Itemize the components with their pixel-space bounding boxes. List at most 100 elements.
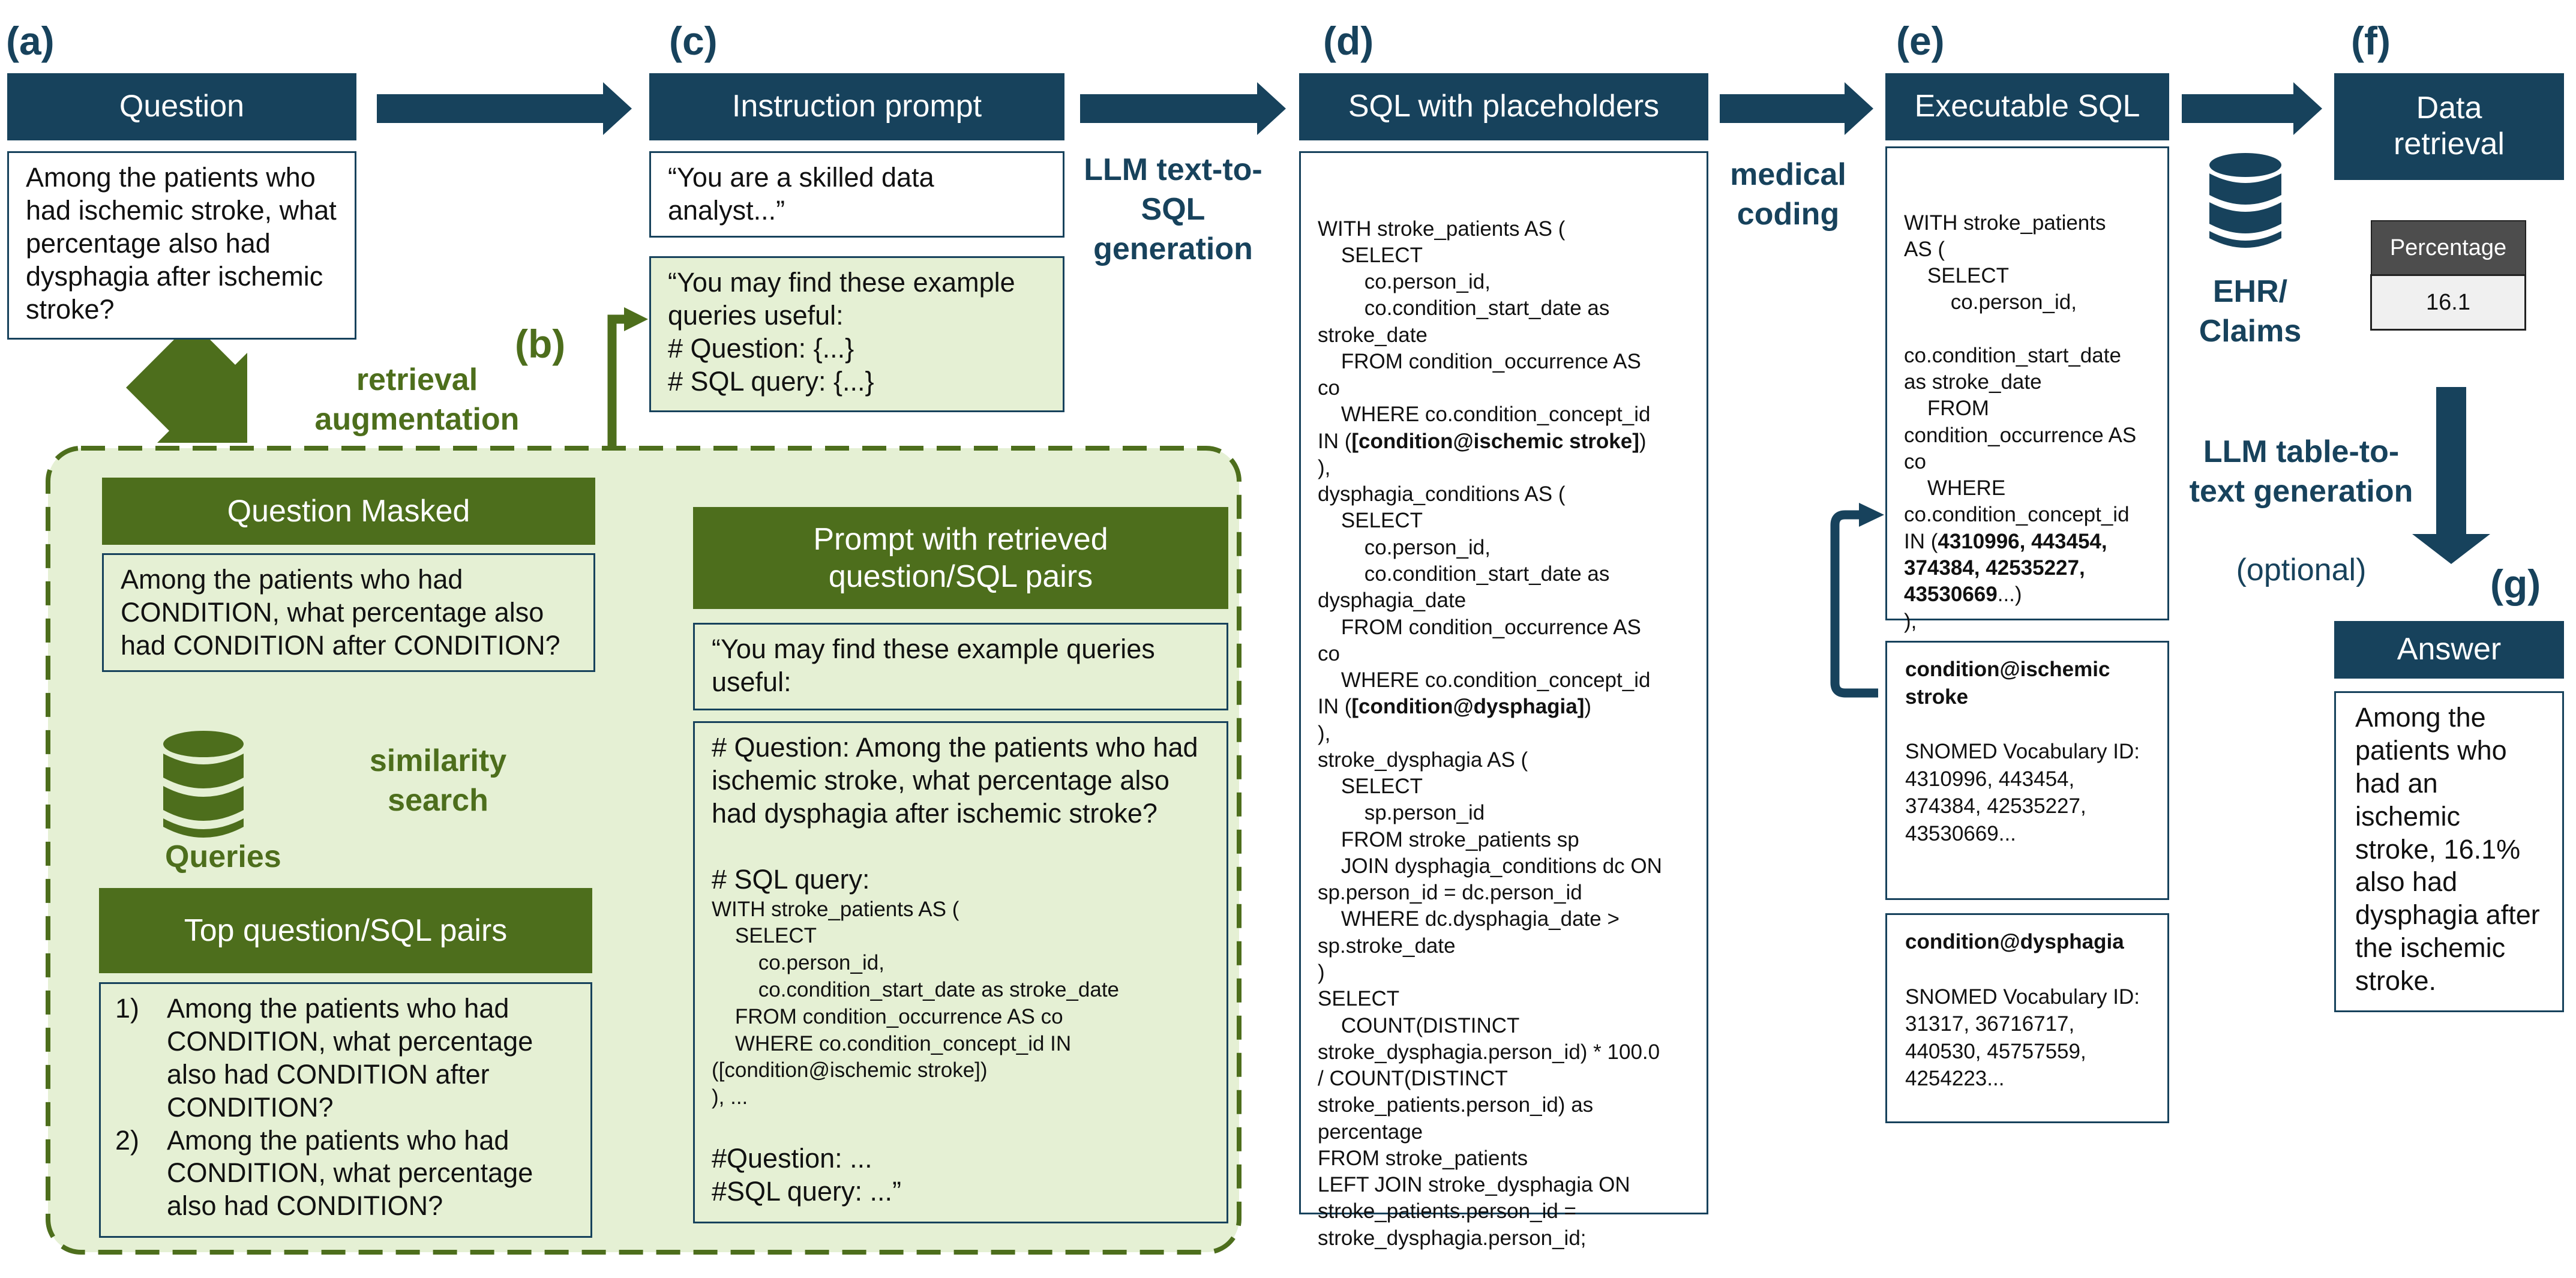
sql-line	[1904, 316, 2151, 343]
sql-line: FROM condition_occurrence AS	[1318, 615, 1641, 639]
sql-line: co.person_id,	[1318, 535, 1491, 559]
sql-line: JOIN dysphagia_conditions dc ON	[1318, 854, 1662, 878]
question-masked-header: Question Masked	[102, 478, 595, 545]
llm-table-to-text-label: LLM table-to-text generation	[2189, 434, 2413, 509]
top-pair-item-1: 1) Among the patients who had CONDITION,…	[115, 992, 576, 1124]
question-masked-text: Among the patients who had CONDITION, wh…	[102, 553, 595, 672]
arrow-question-to-instruction	[377, 82, 632, 135]
sql-line: FROM condition_occurrence AS	[1318, 349, 1641, 373]
top-pair-text: Among the patients who had CONDITION, wh…	[167, 993, 533, 1123]
question-header: Question	[7, 73, 356, 140]
sql-line: WITH stroke_patients AS (	[1318, 217, 1566, 241]
sql-line: co.condition_concept_id	[1904, 503, 2130, 527]
top-pair-number: 2)	[115, 1124, 140, 1156]
instruction-header: Instruction prompt	[649, 73, 1064, 140]
answer-text: Among the patients who had an ischemic s…	[2334, 691, 2564, 1012]
sql-highlight: 4310996, 443454,	[1938, 529, 2107, 553]
prompt-example-tail: #Question: ... #SQL query: ...”	[712, 1142, 901, 1207]
percentage-value: 16.1	[2370, 274, 2526, 331]
sql-line: co.condition_start_date	[1904, 343, 2121, 367]
panel-label-b: (b)	[515, 322, 566, 366]
sql-line: COUNT(DISTINCT	[1318, 1013, 1520, 1037]
sql-highlight: [condition@ischemic stroke]	[1351, 429, 1639, 453]
vocab-box-ischemic-stroke: condition@ischemic stroke SNOMED Vocabul…	[1885, 641, 2169, 900]
medical-coding-label: medical coding	[1730, 157, 1846, 232]
vocab-label: SNOMED Vocabulary ID:	[1905, 740, 2140, 763]
top-pair-number: 1)	[115, 993, 140, 1024]
retrieval-augmentation-label: retrieval augmentation	[314, 362, 520, 437]
placeholder-sql-lines: WITH stroke_patients AS ( SELECT co.pers…	[1318, 216, 1690, 1252]
sql-line: sp.stroke_date	[1318, 934, 1456, 958]
sql-highlight: 43530669	[1904, 583, 1998, 607]
sql-line: SELECT	[1904, 264, 2010, 288]
sql-line: dysphagia_date	[1318, 589, 1467, 613]
panel-label-f: (f)	[2351, 19, 2391, 63]
top-pair-item-2: 2) Among the patients who had CONDITION,…	[115, 1124, 576, 1223]
vocab-title: condition@dysphagia	[1905, 930, 2124, 953]
panel-label-c: (c)	[669, 19, 718, 63]
sql-line: AS (	[1904, 237, 1945, 261]
percentage-column-header: Percentage	[2370, 220, 2526, 276]
top-pairs-header: Top question/SQL pairs	[99, 888, 592, 973]
instruction-text: “You are a skilled data analyst...”	[649, 151, 1064, 238]
ehr-database-icon	[2209, 153, 2281, 248]
queries-database-icon	[163, 731, 244, 838]
llm-text-to-sql-label: LLM text-to-SQL generation	[1084, 152, 1262, 267]
sql-line: sp.person_id = dc.person_id	[1318, 881, 1582, 905]
answer-header: Answer	[2334, 621, 2564, 679]
vocab-label: SNOMED Vocabulary ID:	[1905, 985, 2140, 1009]
question-text: Among the patients who had ischemic stro…	[7, 151, 356, 340]
arrow-instruction-to-sql	[1080, 82, 1286, 135]
optional-label: (optional)	[2236, 553, 2367, 587]
arrow-executable-to-retrieval	[2182, 82, 2322, 135]
sql-highlight: [condition@dysphagia]	[1351, 695, 1585, 719]
sql-line: condition_occurrence AS	[1904, 423, 2137, 447]
sql-line: dysphagia_conditions AS (	[1318, 482, 1566, 506]
similarity-search-label: similarity search	[369, 743, 507, 818]
sql-line: WHERE dc.dysphagia_date >	[1318, 907, 1620, 931]
sql-line: IN ([condition@dysphagia])	[1318, 695, 1592, 719]
sql-line: ),	[1318, 721, 1331, 745]
queries-database-label: Queries	[165, 839, 281, 874]
prompt-example-sql: WITH stroke_patients AS ( SELECT co.pers…	[712, 897, 1120, 1109]
sql-line: co.condition_start_date as	[1318, 562, 1610, 586]
sql-line: stroke_patients.person_id =	[1318, 1199, 1576, 1223]
sql-line: FROM stroke_patients	[1318, 1146, 1528, 1170]
sql-line: percentage	[1318, 1120, 1423, 1144]
sql-line: )	[1318, 960, 1325, 984]
sql-line: co.person_id,	[1318, 270, 1491, 294]
vocab-bracket	[1830, 510, 1878, 698]
sql-line: / COUNT(DISTINCT	[1318, 1067, 1508, 1091]
prompt-retrieved-body: # Question: Among the patients who had i…	[693, 721, 1228, 1223]
prompt-example-question: # Question: Among the patients who had i…	[712, 732, 1198, 829]
arrow-retrieval-to-answer	[2412, 387, 2490, 564]
sql-line: as stroke_date	[1904, 370, 2042, 394]
vocab-box-dysphagia: condition@dysphagia SNOMED Vocabulary ID…	[1885, 913, 2169, 1123]
sql-line: FROM	[1904, 397, 1989, 421]
sql-line: WHERE	[1904, 476, 2006, 500]
top-pair-text: Among the patients who had CONDITION, wh…	[167, 1124, 533, 1222]
prompt-retrieved-intro: “You may find these example queries usef…	[693, 623, 1228, 710]
sql-line: stroke_date	[1318, 323, 1428, 347]
placeholder-sql-header: SQL with placeholders	[1299, 73, 1708, 140]
arrow-question-to-retrieval	[126, 322, 247, 443]
sql-line: 374384, 42535227,	[1904, 555, 2151, 581]
panel-label-d: (d)	[1323, 19, 1374, 63]
sql-line: WHERE co.condition_concept_id	[1318, 403, 1651, 427]
ehr-claims-label: EHR/ Claims	[2199, 274, 2302, 349]
prompt-retrieved-header: Prompt with retrieved question/SQL pairs	[693, 507, 1228, 609]
panel-label-g: (g)	[2490, 562, 2541, 606]
executable-sql-header: Executable SQL	[1885, 73, 2169, 140]
sql-line: co	[1318, 641, 1340, 665]
vocab-title: condition@ischemic stroke	[1905, 658, 2110, 709]
sql-highlight: 374384, 42535227,	[1904, 556, 2085, 580]
sql-line: WITH stroke_patients	[1904, 211, 2106, 235]
percentage-table-grid: Percentage 16.1	[2370, 220, 2526, 331]
sql-line: SELECT	[1318, 987, 1400, 1011]
sql-line: co	[1904, 449, 1926, 473]
sql-line: stroke_dysphagia.person_id;	[1318, 1226, 1587, 1250]
sql-line: 43530669...)	[1904, 583, 2022, 607]
panel-label-a: (a)	[6, 19, 55, 63]
vocab-ids: 31317, 36716717, 440530, 45757559, 42542…	[1905, 1012, 2086, 1090]
